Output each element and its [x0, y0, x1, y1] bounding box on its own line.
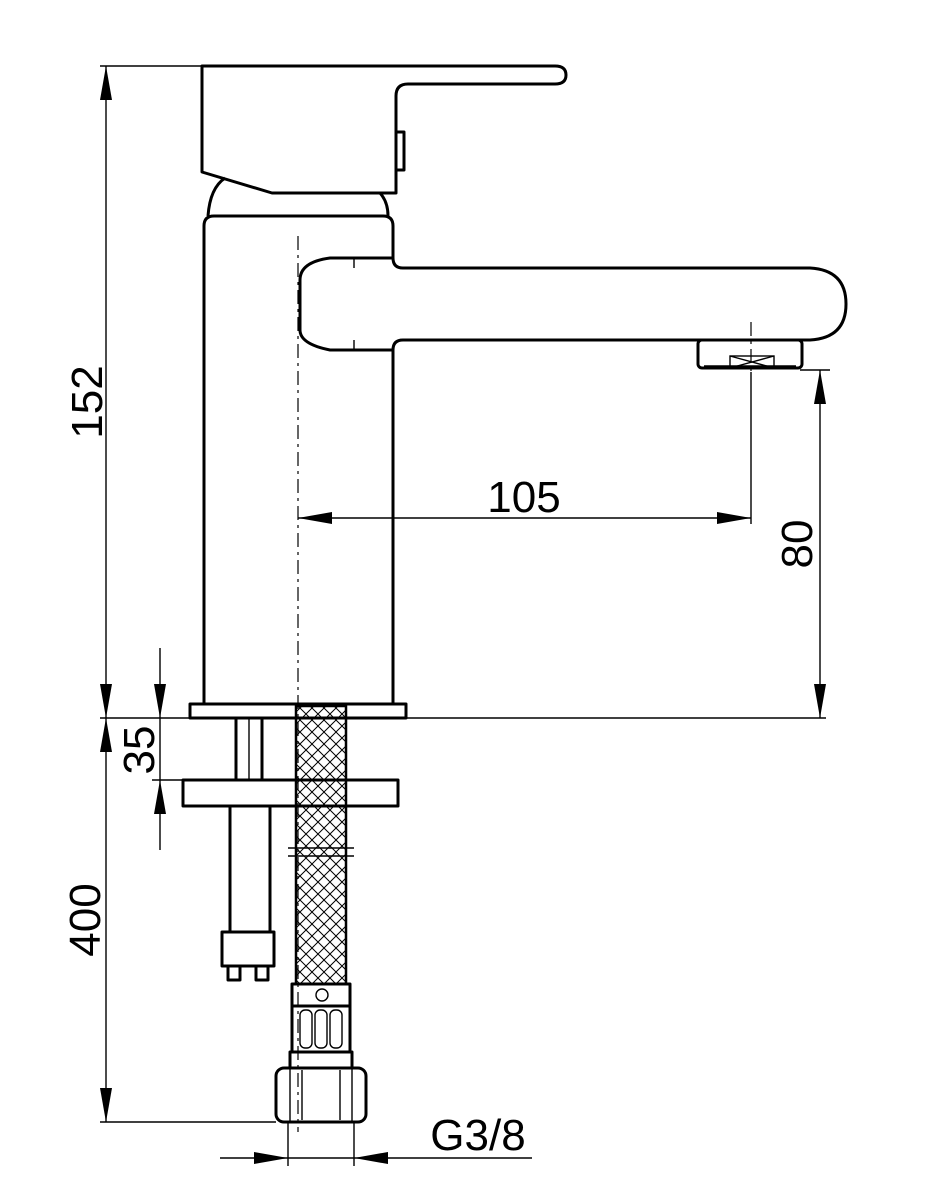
aerator	[696, 338, 804, 370]
side-knob	[396, 130, 406, 172]
dim-hose-length: 400	[61, 883, 110, 956]
pipe-fitting	[220, 930, 276, 968]
dim-total-height: 152	[63, 365, 112, 438]
under-deck-assembly	[181, 704, 400, 1124]
handle-dome	[206, 176, 390, 217]
supply-pipe	[228, 804, 272, 934]
dim-spout-reach: 105	[487, 473, 560, 522]
dim-spout-height: 80	[773, 520, 822, 569]
braided-hose	[294, 704, 348, 986]
hose-connector	[274, 982, 368, 1124]
faucet-body	[188, 64, 848, 720]
dim-thread: G3/8	[430, 1111, 525, 1160]
dimension-lines	[100, 65, 830, 1166]
mounting-plate	[181, 778, 400, 808]
hex-nut	[274, 1066, 368, 1124]
main-column	[202, 214, 848, 704]
dim-mounting-depth: 35	[115, 726, 164, 775]
lever-handle	[200, 64, 568, 195]
spout-back	[298, 256, 393, 352]
